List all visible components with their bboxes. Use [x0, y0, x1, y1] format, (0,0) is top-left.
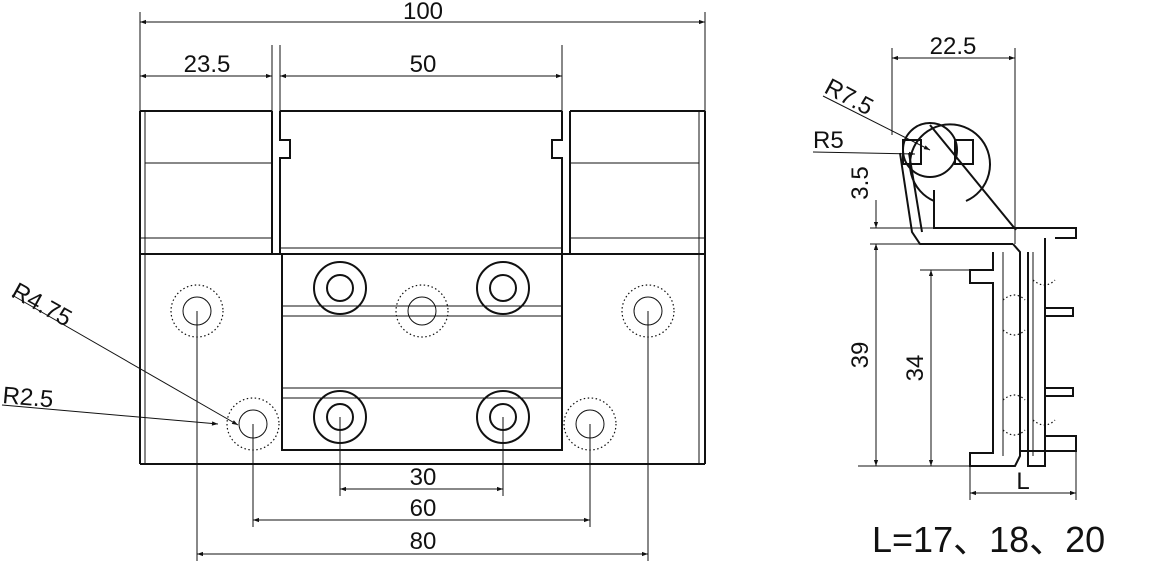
radius-leader-r5: R5 — [812, 127, 916, 156]
dimension-39: 39 — [847, 244, 879, 466]
dimension-l: L — [970, 468, 1076, 496]
dimension-80: 80 — [197, 528, 648, 557]
front-view: 100 23.5 50 30 60 80 R4.75 R2.5 — [1, 0, 706, 561]
dim-label-r5: R5 — [813, 127, 844, 154]
dim-label-34: 34 — [902, 355, 929, 382]
dim-label-39: 39 — [847, 342, 874, 369]
dimension-left-leaf: 23.5 — [140, 51, 272, 79]
side-view: 22.5 R7.5 R5 3.5 39 34 L L=17、18、20 — [812, 33, 1105, 560]
dimension-3-5: 3.5 — [847, 166, 879, 262]
dimension-60: 60 — [253, 495, 590, 523]
dim-label-r2-5: R2.5 — [1, 382, 54, 413]
center-leaf — [271, 110, 571, 451]
dim-label-l: L — [1016, 468, 1029, 495]
dim-label-80: 80 — [410, 528, 437, 555]
dim-label-30: 30 — [410, 464, 437, 491]
dimension-30: 30 — [340, 464, 503, 492]
length-options-note: L=17、18、20 — [872, 519, 1105, 560]
hinge-body-outline — [139, 110, 706, 465]
dimension-overall-width: 100 — [140, 0, 705, 25]
dim-label-22-5: 22.5 — [930, 33, 977, 60]
dim-label-60: 60 — [410, 495, 437, 522]
knuckle — [899, 122, 1077, 245]
screw-hole — [476, 261, 530, 315]
dim-label-23-5: 23.5 — [184, 51, 231, 78]
profile-body — [969, 238, 1077, 467]
screw-hole — [313, 261, 367, 315]
dim-label-r4-75: R4.75 — [7, 278, 76, 333]
extension-lines — [139, 12, 706, 561]
side-extension-lines — [858, 48, 1077, 500]
dimension-34: 34 — [902, 270, 934, 466]
dimension-middle: 50 — [280, 51, 562, 79]
radius-leader-r2-5: R2.5 — [1, 382, 219, 426]
dim-label-50: 50 — [410, 51, 437, 78]
dimension-knuckle-width: 22.5 — [892, 33, 1015, 61]
dim-label-100: 100 — [403, 0, 443, 25]
hidden-hole — [395, 284, 449, 338]
dim-label-3-5: 3.5 — [847, 166, 874, 199]
dim-label-r7-5: R7.5 — [820, 73, 877, 121]
